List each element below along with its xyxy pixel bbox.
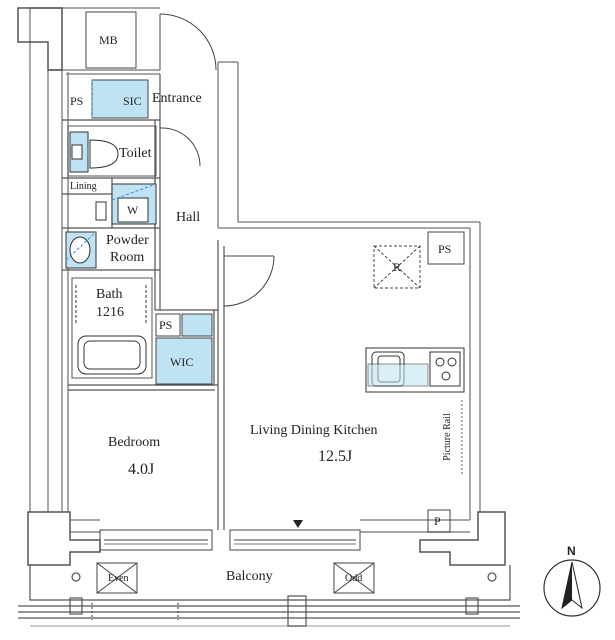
evac-hatch-even bbox=[96, 562, 138, 594]
label-entrance: Entrance bbox=[152, 91, 202, 106]
label-lining: Lining bbox=[70, 181, 97, 192]
wic-storage bbox=[155, 337, 213, 385]
label-w: W bbox=[127, 203, 139, 217]
entrance-door[interactable] bbox=[159, 13, 217, 71]
p-box bbox=[427, 509, 451, 533]
windows bbox=[99, 529, 361, 551]
label-bedroom: Bedroom bbox=[108, 435, 161, 450]
columns bbox=[17, 7, 506, 566]
label-toilet: Toilet bbox=[119, 146, 152, 161]
north-compass-icon bbox=[543, 559, 601, 617]
interior-walls bbox=[62, 74, 225, 530]
label-p: P bbox=[434, 514, 441, 528]
main-entry-marker bbox=[293, 520, 303, 528]
outer-walls bbox=[29, 7, 481, 533]
label-ps-right: PS bbox=[438, 242, 452, 256]
label-powder-2: Room bbox=[110, 250, 145, 265]
washer-space bbox=[111, 183, 157, 225]
toilet-fixture bbox=[67, 125, 201, 177]
label-balcony: Balcony bbox=[226, 569, 273, 584]
label-bedroom-size: 4.0J bbox=[128, 461, 155, 478]
sic-storage bbox=[91, 79, 149, 119]
ps-right-box bbox=[427, 231, 465, 265]
label-picture-rail: Picture Rail bbox=[441, 413, 453, 461]
mb-box bbox=[85, 11, 137, 69]
label-wic: WIC bbox=[170, 355, 194, 369]
ps-mid-box bbox=[155, 313, 181, 337]
label-refrigerator: R bbox=[393, 260, 402, 274]
label-even: Even bbox=[108, 573, 129, 584]
label-powder-1: Powder bbox=[106, 233, 149, 248]
kitchen-counter bbox=[365, 347, 465, 393]
refrigerator-space bbox=[373, 245, 421, 289]
balcony-structure bbox=[18, 565, 520, 627]
evac-hatch-odd bbox=[333, 562, 375, 594]
label-compass-north: N bbox=[567, 544, 576, 558]
wic-shelf bbox=[181, 313, 213, 337]
label-hall: Hall bbox=[176, 210, 201, 225]
label-odd: Odd bbox=[345, 573, 363, 584]
label-mb: MB bbox=[99, 33, 118, 47]
ldk-door[interactable] bbox=[223, 255, 275, 307]
label-ldk: Living Dining Kitchen bbox=[250, 423, 378, 438]
label-ldk-size: 12.5J bbox=[318, 448, 353, 465]
powder-sink bbox=[65, 201, 107, 269]
label-sic: SIC bbox=[123, 94, 142, 108]
bathtub bbox=[71, 277, 153, 379]
label-ps-top: PS bbox=[70, 94, 84, 108]
label-bath-1: Bath bbox=[96, 287, 123, 302]
label-bath-2: 1216 bbox=[96, 305, 124, 320]
label-ps-mid: PS bbox=[159, 318, 173, 332]
